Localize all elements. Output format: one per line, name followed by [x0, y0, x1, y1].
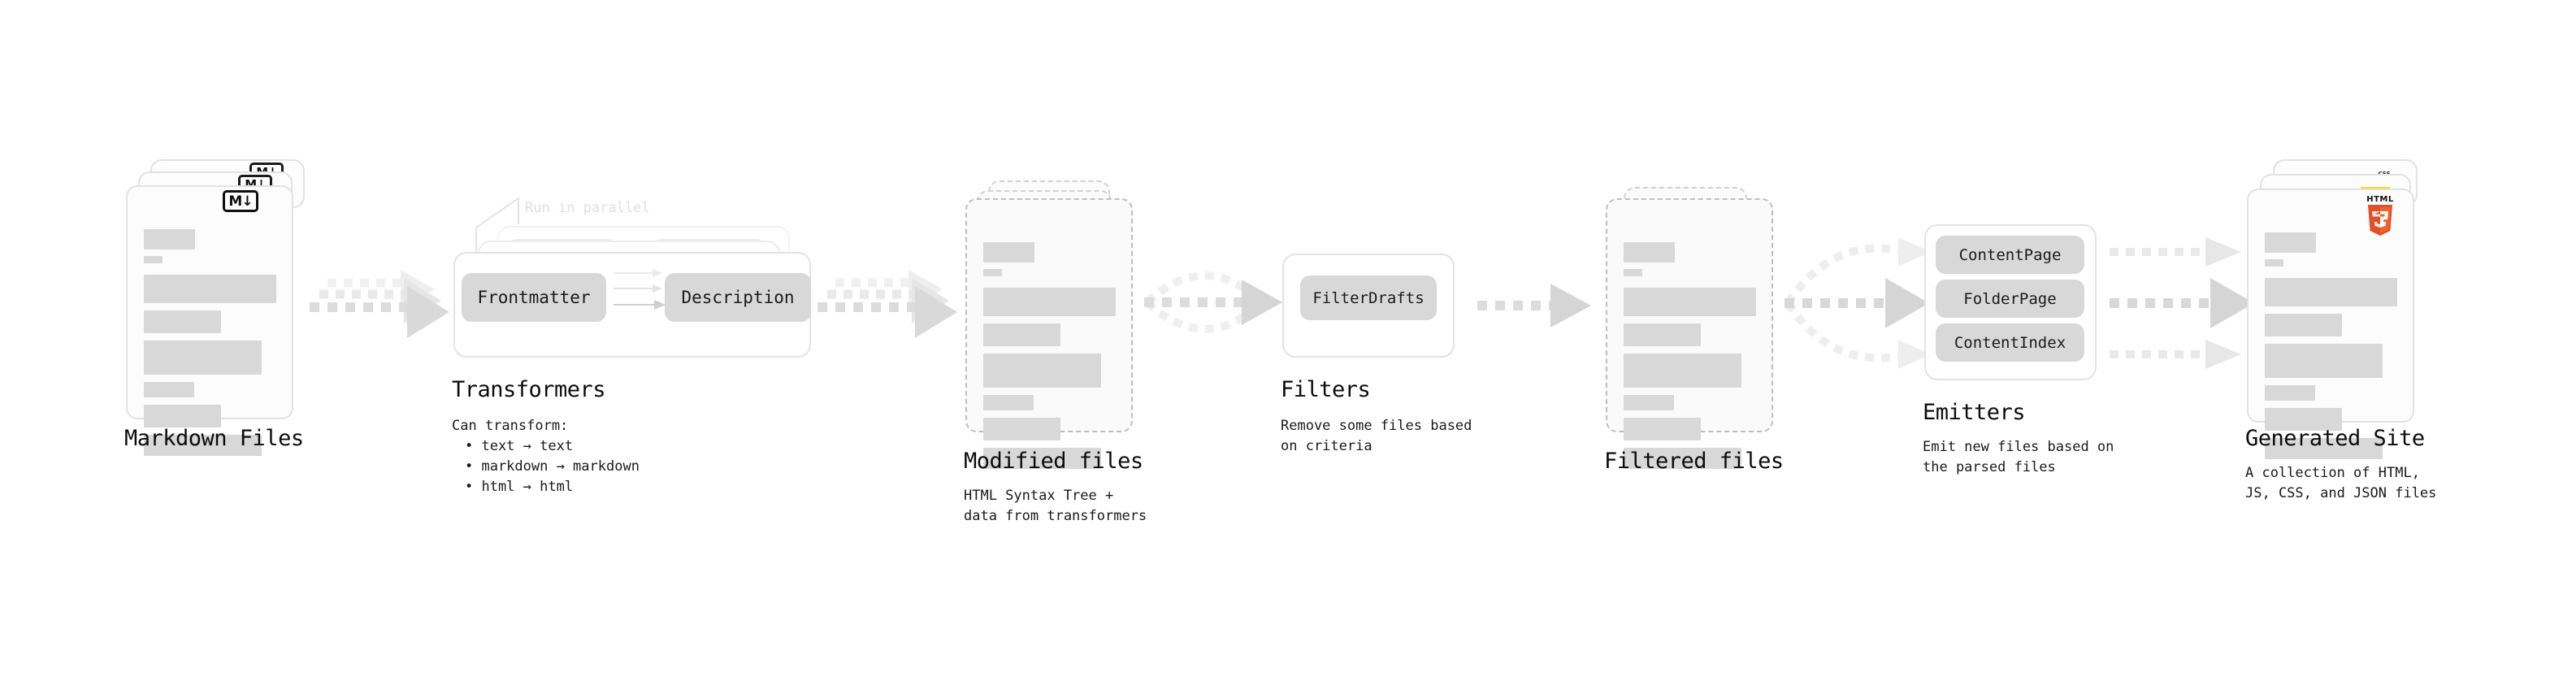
inner-arrowhead-2: [653, 284, 662, 293]
doc-text-bar: [144, 256, 163, 263]
doc-text-bar: [144, 310, 221, 333]
doc-text-bar: [983, 242, 1034, 262]
chip-label-contentpage: ContentPage: [1958, 245, 2062, 264]
doc-text-bar: [2265, 278, 2397, 306]
doc-text-bar: [983, 288, 1116, 316]
merge-curve-bottom: [1144, 299, 1260, 333]
run-in-parallel-bracket: [475, 197, 519, 258]
emitter-chip-folderpage: FolderPage: [1936, 280, 2084, 318]
branch-arrowhead-bottom: [1898, 340, 1931, 369]
chip-label-frontmatter: Frontmatter: [477, 288, 591, 307]
arrow-modified-to-filters: [1144, 271, 1282, 333]
doc-text-bar: [2265, 344, 2383, 378]
transformers-title: Transformers: [452, 377, 606, 402]
doc-text-bar: [1624, 395, 1674, 410]
site-doc-body: [2265, 232, 2403, 459]
doc-text-bar: [1624, 269, 1642, 276]
markdown-doc-body: [144, 229, 282, 456]
doc-text-bar: [983, 269, 1002, 276]
run-in-parallel-label: Run in parallel: [525, 200, 650, 216]
inner-arrowhead-1: [654, 300, 666, 310]
arrow-filtered-to-emitters: [1784, 237, 1931, 369]
emit-arrowhead-bottom: [2205, 340, 2241, 369]
bullet-markdown-to-markdown: • markdown → markdown: [465, 458, 640, 475]
doc-text-bar: [2265, 438, 2383, 459]
emitters-caption: Emit new files based on the parsed files: [1923, 439, 2114, 475]
doc-text-bar: [983, 448, 1101, 469]
filtered-files-stack: [1606, 187, 1785, 469]
doc-text-bar: [983, 418, 1060, 440]
doc-text-bar: [144, 340, 262, 375]
branch-curve-top: [1784, 244, 1902, 306]
bullet-html-to-html: • html → html: [465, 479, 574, 495]
emitters-title: Emitters: [1923, 400, 2026, 425]
doc-text-bar: [2265, 314, 2342, 336]
filters-caption: Remove some files based on criteria: [1281, 418, 1472, 454]
generated-site-title: Generated Site: [2245, 426, 2425, 451]
filters-title: Filters: [1281, 377, 1371, 402]
doc-text-bar: [1624, 288, 1756, 316]
transformer-chip-description: Description: [665, 273, 811, 322]
transformer-internal-arrows: [614, 269, 666, 310]
arrow-filters-to-filtered: [1477, 284, 1591, 327]
modified-doc-body: [983, 242, 1121, 469]
filtered-doc-body: [1624, 242, 1762, 469]
emit-arrowhead-mid: [2210, 278, 2254, 328]
chip-label-contentindex: ContentIndex: [1954, 333, 2066, 352]
doc-text-bar: [1624, 242, 1675, 262]
filtered-files-title: Filtered files: [1604, 449, 1784, 474]
generated-site-caption: A collection of HTML, JS, CSS, and JSON …: [2245, 465, 2437, 501]
doc-text-bar: [2265, 408, 2342, 431]
emitter-chip-contentpage: ContentPage: [1936, 236, 2084, 274]
modified-files-title: Modified files: [964, 449, 1143, 474]
transformer-chip-frontmatter: Frontmatter: [462, 273, 606, 322]
html5-shield-icon: [2368, 205, 2392, 236]
doc-text-bar: [983, 395, 1034, 410]
transformers-caption: Can transform:: [452, 418, 569, 434]
doc-text-bar: [144, 405, 221, 427]
doc-text-bar: [144, 275, 276, 303]
doc-text-bar: [144, 382, 194, 397]
doc-text-bar: [983, 354, 1101, 388]
doc-text-bar: [1624, 354, 1741, 388]
emit-arrowhead-top: [2205, 237, 2241, 267]
branch-arrowhead-mid: [1885, 278, 1929, 328]
doc-text-bar: [983, 323, 1060, 346]
filter-chip-filterdrafts: FilterDrafts: [1300, 275, 1437, 320]
doc-text-bar: [1624, 418, 1701, 440]
bracket-path: [475, 197, 519, 258]
arrow-transformers-to-modified: [817, 270, 957, 338]
doc-text-bar: [2265, 232, 2316, 253]
chip-label-filterdrafts: FilterDrafts: [1312, 288, 1425, 307]
emitter-chip-contentindex: ContentIndex: [1936, 323, 2084, 362]
modified-files-stack: [965, 180, 1144, 469]
markdown-files-stack: M↓ M↓ M↓: [126, 159, 305, 456]
arrow-emitters-to-site: [2110, 237, 2254, 369]
doc-text-bar: [2265, 385, 2315, 401]
markdown-files-title: Markdown Files: [124, 426, 304, 451]
inner-arrowhead-3: [653, 269, 662, 277]
chip-label-description: Description: [681, 288, 795, 307]
arrowhead: [1550, 284, 1591, 327]
bullet-text-to-text: • text → text: [465, 438, 574, 454]
merge-arrowhead: [1242, 280, 1282, 325]
markdown-badge: M↓: [223, 190, 258, 212]
arrow-markdown-to-transformers: [310, 270, 449, 338]
generated-site-stack: CSS HTML: [2247, 159, 2434, 459]
html5-badge: HTML: [2366, 195, 2395, 239]
html5-badge-label: HTML: [2366, 195, 2394, 204]
chip-label-folderpage: FolderPage: [1963, 289, 2057, 308]
doc-text-bar: [1624, 323, 1701, 346]
branch-arrowhead-top: [1898, 237, 1931, 267]
arrowhead-bottom: [407, 286, 449, 338]
doc-text-bar: [2265, 259, 2283, 267]
doc-text-bar: [144, 229, 195, 249]
modified-files-caption: HTML Syntax Tree + data from transformer…: [964, 488, 1147, 524]
merge-curve-top: [1144, 271, 1260, 306]
branch-curve-bottom: [1784, 301, 1902, 362]
arrowhead-bottom: [915, 286, 957, 338]
doc-text-bar: [144, 435, 262, 456]
doc-text-bar: [1624, 448, 1741, 469]
transformers-bullets: • text → text • markdown → markdown • ht…: [465, 436, 640, 497]
